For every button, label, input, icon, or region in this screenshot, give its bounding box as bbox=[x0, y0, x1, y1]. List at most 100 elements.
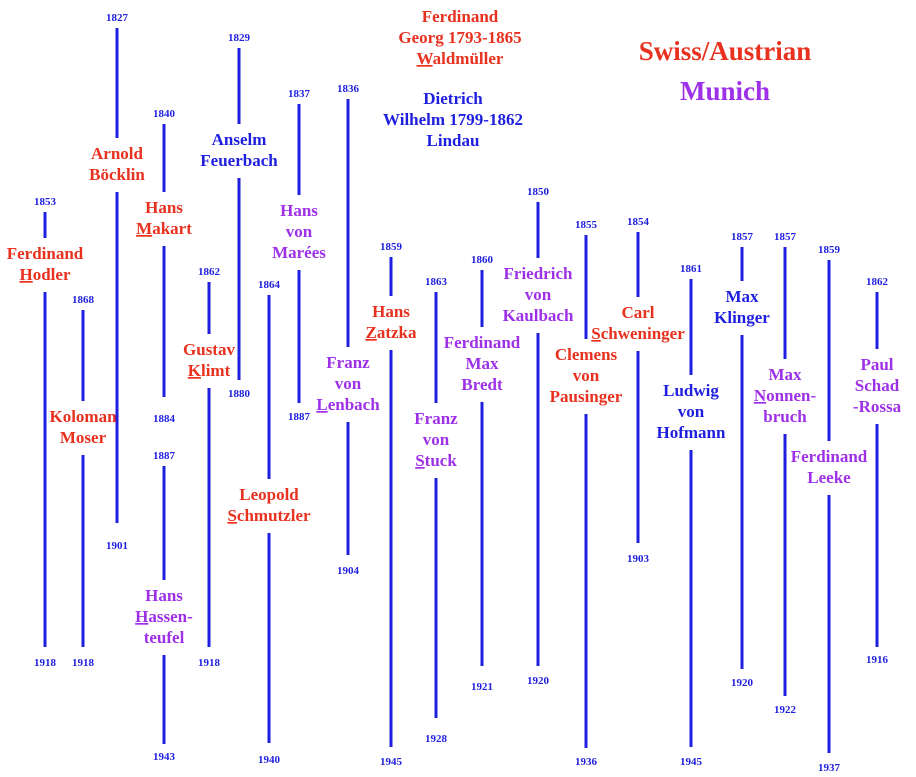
death-year: 1937 bbox=[818, 762, 841, 774]
artist-name-line: Hans bbox=[372, 302, 410, 321]
artist-name-line: Max bbox=[465, 354, 499, 373]
birth-year: 1859 bbox=[380, 241, 403, 253]
birth-year: 1850 bbox=[527, 186, 550, 198]
artist-name-line: teufel bbox=[144, 628, 185, 647]
artist-name-line: Zatzka bbox=[365, 323, 417, 342]
death-year: 1940 bbox=[258, 754, 281, 766]
artist-name-line: von bbox=[678, 402, 705, 421]
artist-name-line: Klimt bbox=[188, 361, 231, 380]
death-year: 1918 bbox=[72, 657, 95, 669]
death-year: 1920 bbox=[527, 675, 550, 687]
death-year: 1901 bbox=[106, 540, 128, 552]
artist-name-line: Koloman bbox=[49, 407, 117, 426]
birth-year: 1864 bbox=[258, 279, 281, 291]
death-year: 1936 bbox=[575, 756, 598, 768]
artist-name-line: Ferdinand bbox=[444, 333, 521, 352]
birth-year: 1857 bbox=[731, 231, 754, 243]
death-year: 1943 bbox=[153, 751, 176, 763]
death-year: 1904 bbox=[337, 565, 360, 577]
death-year: 1945 bbox=[380, 756, 403, 768]
note-line: Lindau bbox=[427, 131, 480, 150]
artist-name-line: Hassen- bbox=[135, 607, 193, 626]
birth-year: 1836 bbox=[337, 83, 360, 95]
birth-year: 1861 bbox=[680, 263, 702, 275]
artist-name-line: Schad bbox=[855, 376, 900, 395]
artist-name-line: Kaulbach bbox=[503, 306, 574, 325]
death-year: 1921 bbox=[471, 681, 493, 693]
note-line: Wilhelm 1799-1862 bbox=[383, 110, 523, 129]
death-year: 1880 bbox=[228, 388, 251, 400]
artist-name-line: Ferdinand bbox=[791, 447, 868, 466]
artist-name-line: Moser bbox=[60, 428, 107, 447]
artist-name-line: -Rossa bbox=[853, 397, 902, 416]
artist-name-line: Nonnen- bbox=[754, 386, 817, 405]
artist-name-line: Schweninger bbox=[591, 324, 685, 343]
artist-name-line: Bredt bbox=[461, 375, 503, 394]
birth-year: 1857 bbox=[774, 231, 797, 243]
artist-name-line: Hofmann bbox=[657, 423, 727, 442]
note-line: Dietrich bbox=[423, 89, 483, 108]
artist-name-line: Schmutzler bbox=[227, 506, 311, 525]
artist-name-line: von bbox=[525, 285, 552, 304]
artist-name-line: Leopold bbox=[239, 485, 299, 504]
note-line: Georg 1793-1865 bbox=[398, 28, 521, 47]
artist-name-line: Lenbach bbox=[316, 395, 380, 414]
artist-name-line: Friedrich bbox=[504, 264, 573, 283]
birth-year: 1860 bbox=[471, 254, 494, 266]
artist-name-line: Gustav bbox=[183, 340, 235, 359]
artist-name-line: Max bbox=[768, 365, 802, 384]
death-year: 1920 bbox=[731, 677, 754, 689]
artist-name-line: Hans bbox=[280, 201, 318, 220]
death-year: 1903 bbox=[627, 553, 650, 565]
death-year: 1945 bbox=[680, 756, 703, 768]
artist-name-line: Franz bbox=[326, 353, 370, 372]
artist-name-line: Böcklin bbox=[89, 165, 145, 184]
death-year: 1916 bbox=[866, 654, 889, 666]
artist-name-line: Paul bbox=[860, 355, 893, 374]
birth-year: 1853 bbox=[34, 196, 57, 208]
birth-year: 1855 bbox=[575, 219, 598, 231]
birth-year: 1862 bbox=[866, 276, 889, 288]
artist-name-line: Stuck bbox=[415, 451, 457, 470]
artist-name-line: von bbox=[335, 374, 362, 393]
birth-year: 1840 bbox=[153, 108, 176, 120]
artist-name-line: Ludwig bbox=[663, 381, 719, 400]
birth-year: 1829 bbox=[228, 32, 251, 44]
artist-name-line: Ferdinand bbox=[7, 244, 84, 263]
artist-name-line: Clemens bbox=[555, 345, 618, 364]
birth-year: 1862 bbox=[198, 266, 221, 278]
artist-name-line: Makart bbox=[136, 219, 192, 238]
artist-name-line: von bbox=[286, 222, 313, 241]
birth-year: 1863 bbox=[425, 276, 448, 288]
artist-name-line: Max bbox=[725, 287, 759, 306]
legend-munich: Munich bbox=[680, 76, 770, 106]
artist-name-line: Hans bbox=[145, 586, 183, 605]
death-year: 1928 bbox=[425, 733, 448, 745]
birth-year: 1859 bbox=[818, 244, 841, 256]
death-year: 1884 bbox=[153, 413, 176, 425]
artist-name-line: Carl bbox=[621, 303, 654, 322]
artist-name-line: Anselm bbox=[212, 130, 267, 149]
artist-name-line: Hodler bbox=[19, 265, 70, 284]
artist-name-line: Arnold bbox=[91, 144, 144, 163]
